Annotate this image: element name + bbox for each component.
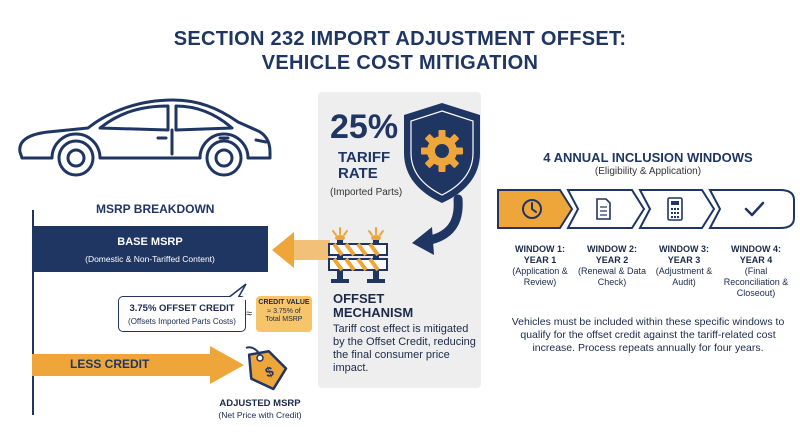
shield-gear-icon: [404, 103, 480, 255]
tariff-rate-value: 25%: [330, 108, 399, 146]
title-line-1: SECTION 232 IMPORT ADJUSTMENT OFFSET:: [173, 28, 627, 50]
title-line-2: VEHICLE COST MITIGATION: [261, 52, 539, 74]
window-2-title-2: YEAR 2: [595, 255, 629, 265]
window-2-label: WINDOW 2: YEAR 2 (Renewal & Data Check): [572, 244, 652, 288]
window-1-title-1: WINDOW 1:: [515, 244, 565, 254]
base-msrp-bar: [32, 226, 268, 272]
window-4-label: WINDOW 4: YEAR 4 (Final Reconciliation &…: [716, 244, 796, 299]
offset-mechanism-description: Tariff cost effect is mitigated by the O…: [333, 323, 476, 374]
tariff-rate-label: TARIFF RATE: [338, 150, 390, 182]
window-2-chevron: [566, 189, 646, 229]
tariff-label-line-2: RATE: [338, 165, 378, 182]
mechanism-title-line-1: OFFSET: [333, 291, 385, 306]
windows-footnote: Vehicles must be included within these s…: [511, 316, 785, 354]
credit-value-line-2: Total MSRP: [265, 316, 303, 323]
window-4-desc: (Final Reconciliation & Closeout): [723, 266, 789, 298]
less-credit-arrow: [32, 346, 244, 384]
adjusted-msrp-title: ADJUSTED MSRP: [219, 398, 301, 409]
window-3-title-2: YEAR 3: [667, 255, 701, 265]
window-4-title-1: WINDOW 4:: [731, 244, 781, 254]
credit-value-title: CREDIT VALUE: [258, 299, 310, 306]
windows-heading: 4 ANNUAL INCLUSION WINDOWS: [543, 150, 753, 165]
left-arrow-icon: [272, 232, 330, 268]
tariff-rate-sublabel: (Imported Parts): [330, 187, 403, 198]
windows-subheading: (Eligibility & Application): [594, 166, 702, 177]
adjusted-msrp-sub: (Net Price with Credit): [218, 410, 302, 420]
window-4-chevron: [708, 189, 795, 229]
mechanism-title-line-2: MECHANISM: [333, 305, 414, 320]
road-barrier-icon: [328, 227, 388, 283]
offset-mechanism-title: OFFSET MECHANISM: [333, 292, 413, 320]
window-2-desc: (Renewal & Data Check): [577, 266, 647, 287]
offset-credit-sub: (Offsets Imported Parts Costs): [128, 317, 236, 326]
credit-value-box: [256, 296, 312, 332]
window-1-title-2: YEAR 1: [523, 255, 557, 265]
window-3-title-1: WINDOW 3:: [659, 244, 709, 254]
base-msrp-title: BASE MSRP: [117, 236, 183, 248]
window-4-title-2: YEAR 4: [739, 255, 773, 265]
window-2-title-1: WINDOW 2:: [587, 244, 637, 254]
callout-pointer: [226, 283, 250, 300]
window-1-chevron: [497, 189, 574, 229]
car-illustration: [18, 98, 272, 177]
msrp-axis-line: [32, 210, 34, 415]
window-3-chevron: [638, 189, 716, 229]
less-credit-label: LESS CREDIT: [70, 357, 150, 371]
approx-symbol: ≈: [246, 308, 253, 320]
window-3-desc: (Adjustment & Audit): [655, 266, 713, 287]
msrp-breakdown-heading: MSRP BREAKDOWN: [96, 202, 215, 216]
window-1-label: WINDOW 1: YEAR 1 (Application & Review): [500, 244, 580, 288]
windows-chevron-strip: [497, 189, 795, 229]
base-msrp-sub: (Domestic & Non-Tariffed Content): [85, 254, 215, 264]
price-tag-icon: $: [245, 346, 288, 391]
credit-value-line-1: ≈ 3.75% of: [267, 308, 301, 315]
tariff-label-line-1: TARIFF: [338, 149, 391, 166]
window-3-label: WINDOW 3: YEAR 3 (Adjustment & Audit): [644, 244, 724, 288]
offset-credit-title: 3.75% OFFSET CREDIT: [129, 303, 235, 314]
offset-credit-callout: [118, 296, 246, 332]
window-1-desc: (Application & Review): [512, 266, 568, 287]
